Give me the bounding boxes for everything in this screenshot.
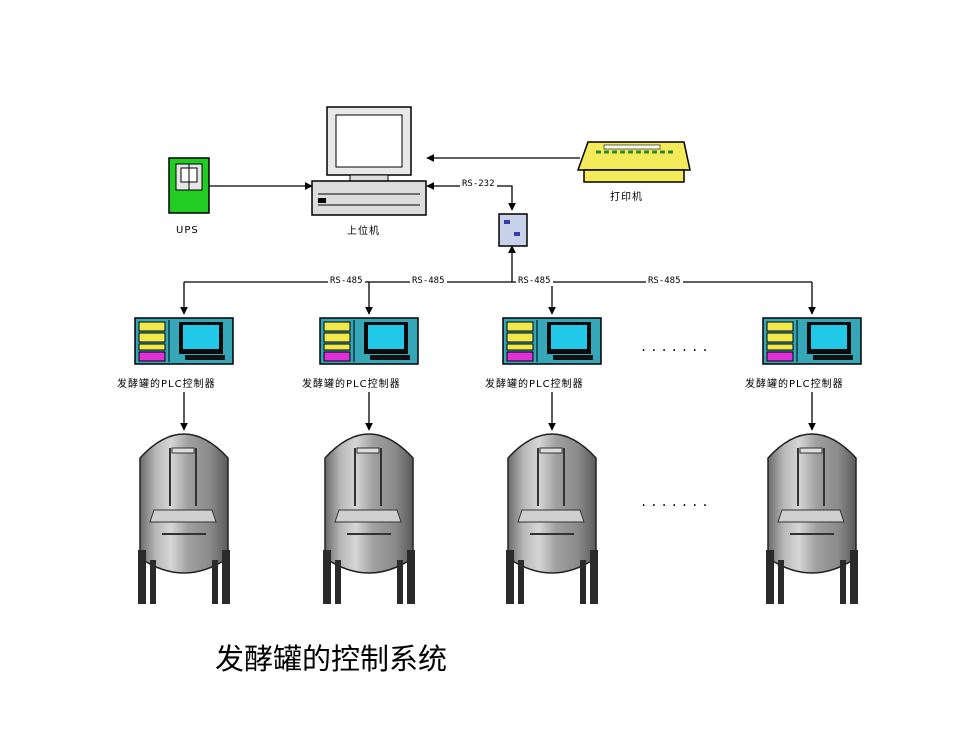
printer-label: 打印机 [610, 192, 643, 203]
printer [576, 141, 691, 183]
fermentation-tank-2 [322, 433, 416, 605]
rs485-label-4: RS-485 [646, 276, 683, 286]
fermentation-tank-1 [137, 433, 231, 605]
controller-label-2: 发酵罐的PLC控制器 [302, 379, 401, 390]
controller-label-1: 发酵罐的PLC控制器 [117, 379, 216, 390]
ups-label: UPS [176, 225, 199, 236]
fermentation-tank-4 [765, 433, 859, 605]
rs485-label-1: RS-485 [328, 276, 365, 286]
connections [180, 154, 816, 431]
controller-label-4: 发酵罐的PLC控制器 [745, 379, 844, 390]
plc-controller-4 [762, 317, 862, 365]
rs485-label-2: RS-485 [410, 276, 447, 286]
host-label: 上位机 [347, 226, 380, 237]
tanks-ellipsis: ....... [640, 495, 712, 509]
host-computer [311, 106, 427, 216]
rs485-label-3: RS-485 [516, 276, 553, 286]
plc-controller-2 [319, 317, 419, 365]
rs232-label: RS-232 [460, 179, 497, 189]
controller-label-3: 发酵罐的PLC控制器 [485, 379, 584, 390]
plc-controller-3 [502, 317, 602, 365]
fermentation-tank-3 [505, 433, 599, 605]
converter [498, 213, 528, 247]
plc-controller-1 [134, 317, 234, 365]
ups-unit [168, 157, 210, 214]
controllers-ellipsis: ....... [640, 340, 712, 354]
diagram-caption: 发酵罐的控制系统 [215, 642, 448, 676]
